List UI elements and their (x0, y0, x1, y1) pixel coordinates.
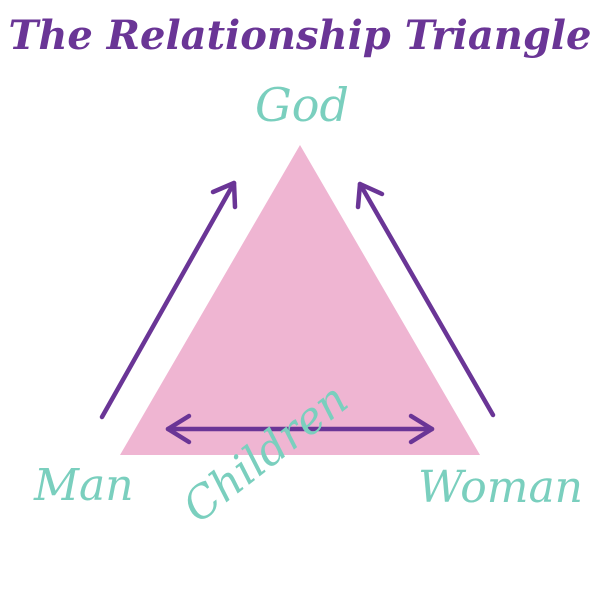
label-woman: Woman (418, 462, 584, 513)
label-man: Man (34, 460, 134, 511)
diagram-title: The Relationship Triangle (8, 12, 592, 59)
double-arrow-man-woman (165, 413, 435, 445)
arrow-woman-to-god (355, 181, 496, 418)
arrow-man-to-god (99, 180, 238, 420)
triangle-shape (120, 145, 480, 455)
label-god: God (255, 78, 349, 132)
